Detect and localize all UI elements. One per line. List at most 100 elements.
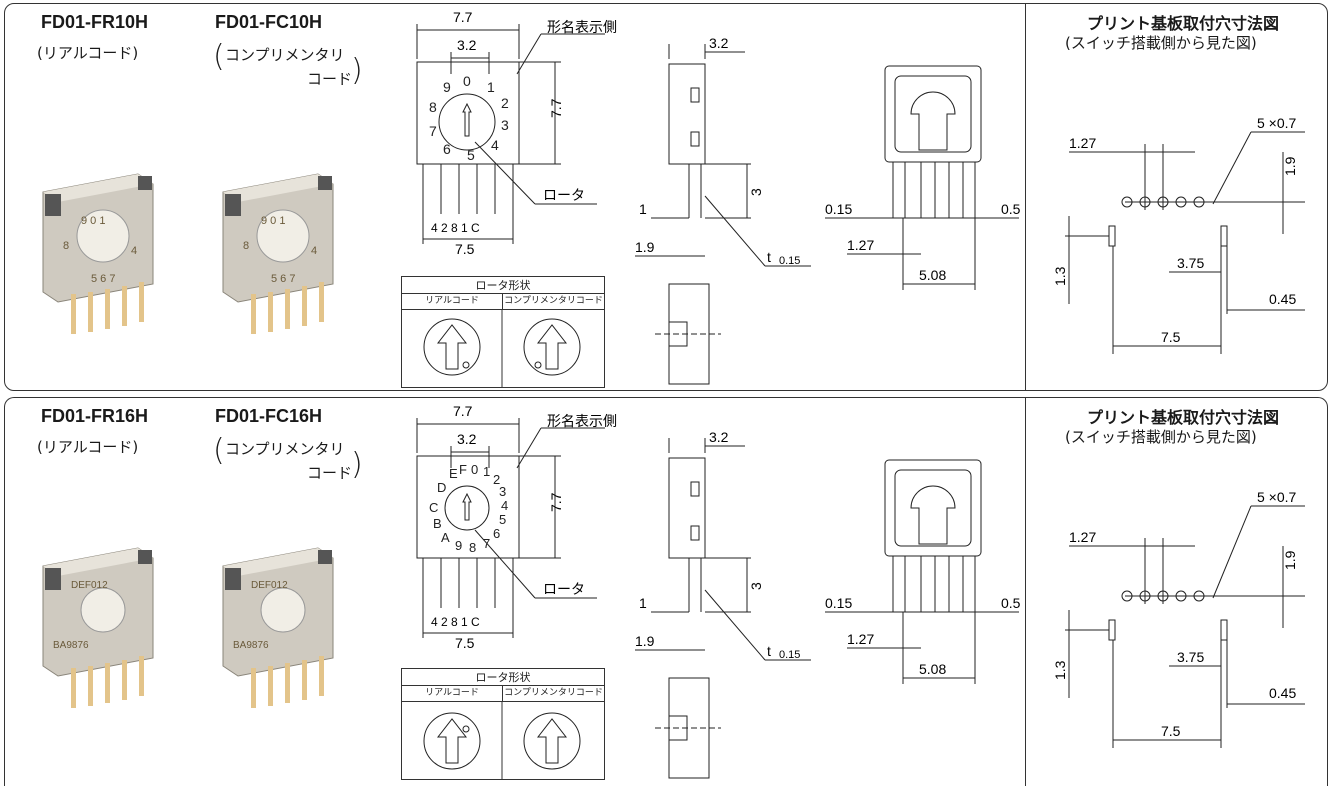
svg-text:5: 5 [499, 512, 506, 527]
dim-front-015: 0.15 [825, 201, 852, 217]
dim-rotor-width: 3.2 [457, 37, 477, 53]
real-code-label: (リアルコード) [37, 44, 139, 62]
rotor-shape-comp: コンプリメンタリコード [503, 685, 604, 702]
svg-text:7: 7 [483, 536, 490, 551]
rotor-shape-icons [423, 309, 581, 387]
svg-text:5 6 7: 5 6 7 [91, 273, 115, 285]
model-comp-label: FD01-FC16H [215, 406, 323, 426]
pcb-v13: 1.3 [1052, 660, 1068, 680]
comp-code-line1: コンプリメンタリ [225, 440, 345, 458]
svg-text:5: 5 [467, 147, 475, 163]
svg-text:0: 0 [463, 73, 471, 89]
svg-text:4: 4 [131, 245, 137, 257]
svg-text:BA9876: BA9876 [233, 640, 269, 651]
model-side-label: 形名表示側 [547, 413, 617, 429]
dim-front-127: 1.27 [847, 631, 874, 647]
rotor-shape-table: ロータ形状 リアルコード コンプリメンタリコード [401, 668, 605, 780]
section-divider [1025, 4, 1026, 390]
dim-pin-span: 7.5 [455, 241, 475, 257]
dim-width-outer: 7.7 [453, 403, 473, 419]
svg-text:9 0 1: 9 0 1 [261, 215, 285, 227]
svg-text:9: 9 [443, 79, 451, 95]
switch-photo-real: 9 0 1 8 4 5 6 7 [42, 173, 154, 334]
section-10-position: FD01-FR10H FD01-FC10H (リアルコード) ( コンプリメンタ… [4, 3, 1328, 391]
pcb-v19: 1.9 [1282, 550, 1298, 570]
pcb-v19: 1.9 [1282, 156, 1298, 176]
pcb-pitch: 1.27 [1069, 529, 1096, 545]
comp-paren-open: ( [213, 39, 225, 74]
product-photos: DEF012 BA9876 DEF012 BA9876 [42, 547, 334, 708]
svg-text:6: 6 [443, 141, 451, 157]
dim-front-015: 0.15 [825, 595, 852, 611]
pcb-h045: 0.45 [1269, 685, 1296, 701]
svg-text:4: 4 [501, 498, 508, 513]
pcb-h75: 7.5 [1161, 723, 1181, 739]
dim-thickness-t: t [767, 249, 771, 265]
rotor-label: ロータ [543, 187, 585, 203]
dim-pin-length: 3 [748, 582, 764, 590]
dim-front-508: 5.08 [919, 267, 946, 283]
dim-thickness-val: 0.15 [779, 649, 800, 661]
front-view-drawing: 0.15 0.5 1.27 5.08 [825, 65, 1021, 290]
pcb-h375: 3.75 [1177, 255, 1204, 271]
rotor-shape-title: ロータ形状 [402, 669, 604, 686]
svg-text:3: 3 [501, 117, 509, 133]
svg-text:6: 6 [493, 526, 500, 541]
pcb-h375: 3.75 [1177, 649, 1204, 665]
svg-text:4: 4 [491, 137, 499, 153]
dim-side-width: 3.2 [709, 429, 729, 445]
svg-text:2: 2 [493, 472, 500, 487]
svg-text:9: 9 [455, 538, 462, 553]
rotor-shape-table: ロータ形状 リアルコード コンプリメンタリコード [401, 276, 605, 388]
rotor-shape-real: リアルコード [402, 685, 503, 702]
switch-photo-comp: DEF012 BA9876 [222, 547, 334, 708]
svg-text:E: E [449, 466, 458, 481]
pcb-title: プリント基板取付穴寸法図 [1087, 14, 1280, 33]
dim-rotor-width: 3.2 [457, 431, 477, 447]
dim-height: 7.7 [548, 492, 564, 512]
svg-text:BA9876: BA9876 [53, 640, 89, 651]
rotor-shape-real: リアルコード [402, 293, 503, 310]
dim-width-outer: 7.7 [453, 9, 473, 25]
section-divider [1025, 398, 1026, 786]
dim-pin-span: 7.5 [455, 635, 475, 651]
svg-text:4: 4 [311, 245, 317, 257]
side-view-drawing: 3.2 3 1 1.9 t 0.15 [635, 429, 811, 779]
svg-text:1: 1 [487, 79, 495, 95]
pcb-h045: 0.45 [1269, 291, 1296, 307]
svg-text:8: 8 [429, 99, 437, 115]
switch-photo-real: DEF012 BA9876 [42, 547, 154, 708]
side-view-drawing: 3.2 3 1 1.9 t 0.15 [635, 35, 811, 385]
pcb-title: プリント基板取付穴寸法図 [1087, 408, 1280, 427]
svg-text:8: 8 [469, 540, 476, 555]
comp-code-line2: コード [307, 70, 353, 88]
pcb-v13: 1.3 [1052, 266, 1068, 286]
rotor-label: ロータ [543, 581, 585, 597]
comp-code-line2: コード [307, 464, 353, 482]
front-view-drawing: 0.15 0.5 1.27 5.08 [825, 459, 1021, 684]
model-comp-label: FD01-FC10H [215, 12, 323, 32]
pcb-subtitle: (スイッチ搭載側から見た図) [1065, 428, 1257, 446]
rotor-shape-icons [423, 701, 581, 779]
dim-front-508: 5.08 [919, 661, 946, 677]
svg-text:5 6 7: 5 6 7 [271, 273, 295, 285]
dim-side-19: 1.9 [635, 239, 655, 255]
pcb-hole-drawing: 5 ×0.7 1.27 1.9 1.3 3.75 0.45 7.5 [1052, 489, 1305, 748]
svg-text:F: F [459, 462, 467, 477]
switch-photo-comp: 9 0 1 8 4 5 6 7 [222, 173, 334, 334]
dim-front-05: 0.5 [1001, 595, 1021, 611]
model-real-label: FD01-FR10H [41, 12, 149, 32]
comp-paren-open: ( [213, 433, 225, 468]
svg-text:B: B [433, 516, 442, 531]
svg-text:C: C [429, 500, 438, 515]
svg-text:A: A [441, 530, 450, 545]
model-side-label: 形名表示側 [547, 19, 617, 35]
svg-text:0: 0 [471, 462, 478, 477]
svg-text:DEF012: DEF012 [71, 580, 108, 591]
pcb-h75: 7.5 [1161, 329, 1181, 345]
comp-paren-close: ) [351, 53, 363, 88]
rotor-shape-title: ロータ形状 [402, 277, 604, 294]
pin-labels: 4 2 8 1 C [431, 615, 480, 629]
